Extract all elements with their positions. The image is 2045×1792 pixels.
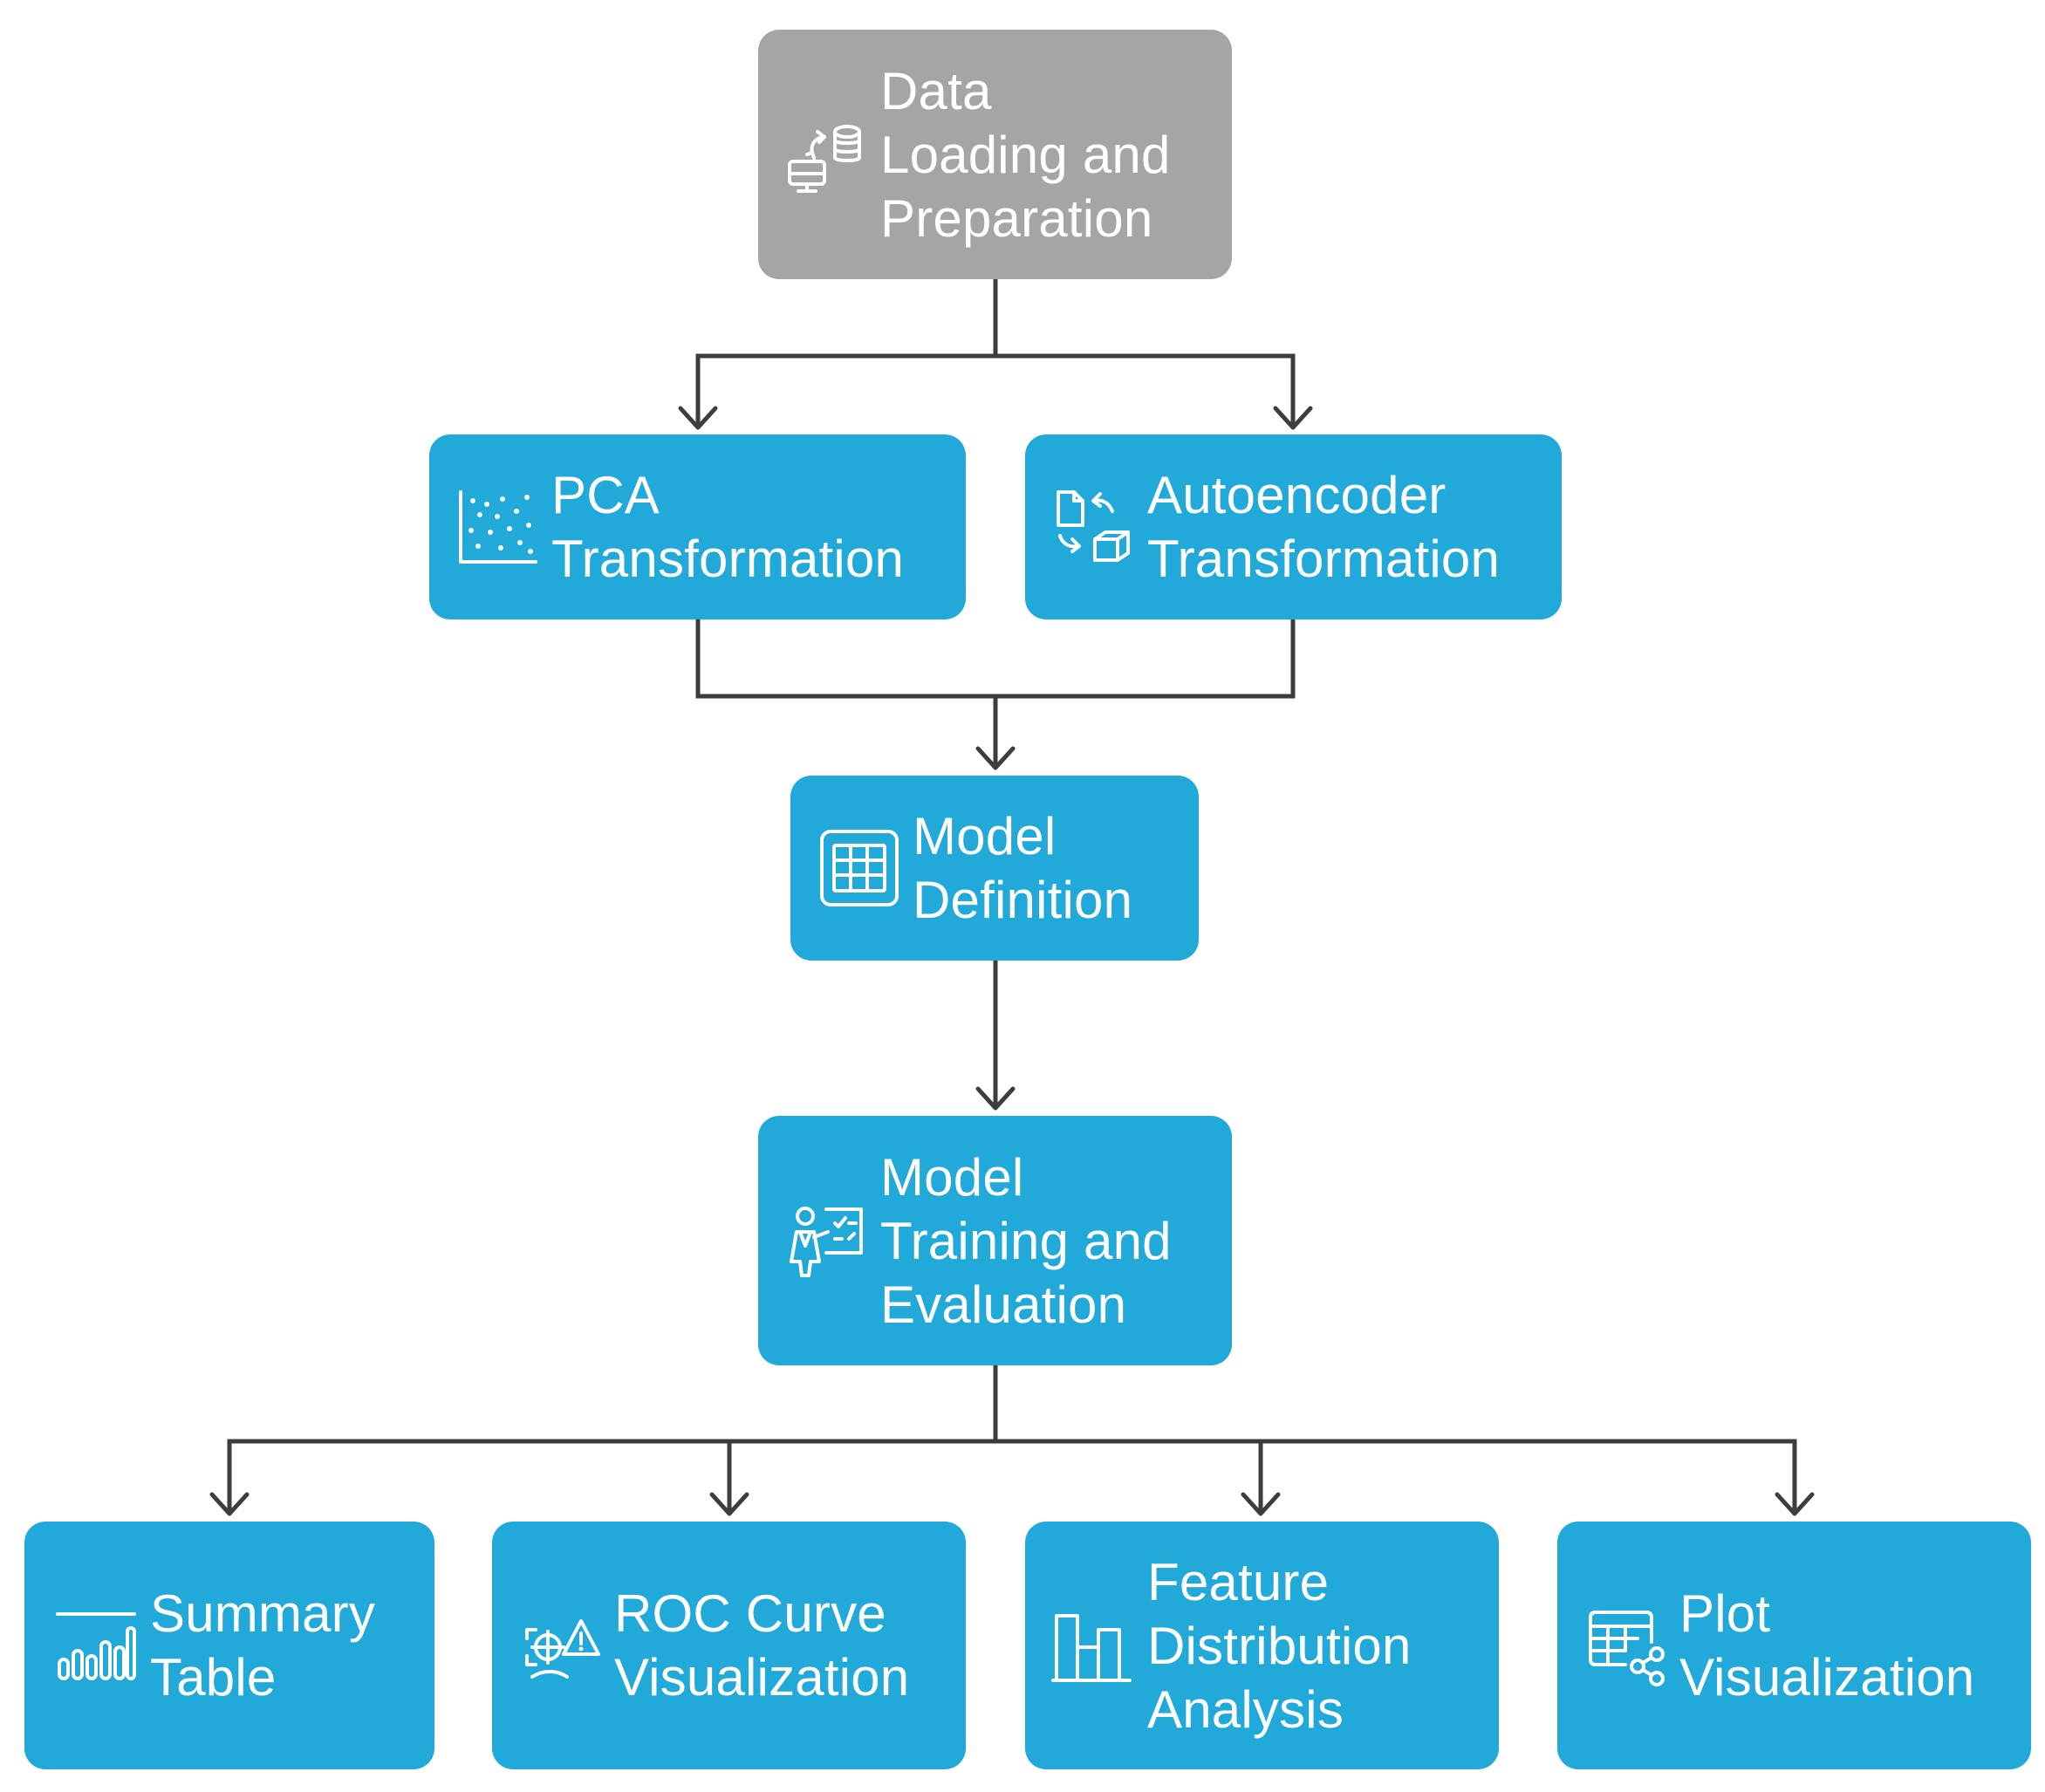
- node-label: Model Training and Evaluation: [880, 1147, 1172, 1334]
- arrowhead-model-training: [975, 1086, 1016, 1111]
- node-feature-distribution: Feature Distribution Analysis: [1025, 1522, 1499, 1769]
- node-label: Model Definition: [913, 807, 1133, 929]
- node-label: Summary Table: [150, 1584, 376, 1707]
- node-autoencoder: Autoencoder Transformation: [1025, 434, 1562, 619]
- node-label: PCA Transformation: [551, 466, 905, 588]
- arrowhead-feature-distribution: [1241, 1492, 1281, 1516]
- arrowhead-roc-curve: [709, 1492, 749, 1516]
- bar-chart-icon: [54, 1604, 138, 1687]
- target-warning-icon: [518, 1604, 602, 1687]
- node-plot-visualization: Plot Visualization: [1557, 1522, 2031, 1769]
- node-label: Feature Distribution Analysis: [1147, 1552, 1412, 1739]
- arrowhead-summary-table: [209, 1492, 250, 1516]
- database-computer-icon: [784, 113, 868, 196]
- arrowhead-plot-visualization: [1775, 1492, 1815, 1516]
- edge-model-training-to-feature-distribution: [995, 1439, 1797, 1512]
- arrowhead-autoencoder: [1273, 406, 1313, 430]
- edge-autoencoder-to-model-definition: [995, 619, 1296, 699]
- node-data-loading: Data Loading and Preparation: [758, 30, 1232, 279]
- node-model-training: Model Training and Evaluation: [758, 1116, 1232, 1365]
- node-label: Plot Visualization: [1679, 1584, 1975, 1707]
- edge-pca-to-model-definition: [695, 619, 998, 766]
- edge-data-loading-to-autoencoder: [995, 353, 1296, 426]
- node-label: ROC Curve Visualization: [614, 1584, 910, 1707]
- arrowhead-model-definition: [975, 746, 1016, 770]
- edge-data-loading-to-pca: [695, 279, 998, 426]
- table-share-icon: [1583, 1604, 1667, 1687]
- node-pca: PCA Transformation: [429, 434, 966, 619]
- node-label: Data Loading and Preparation: [880, 61, 1171, 248]
- arrowhead-pca: [678, 406, 718, 430]
- edge-model-training-to-summary-table: [227, 1365, 998, 1512]
- presenter-board-icon: [784, 1199, 868, 1282]
- transform-cube-icon: [1051, 485, 1135, 569]
- node-label: Autoencoder Transformation: [1147, 466, 1501, 588]
- node-roc-curve: ROC Curve Visualization: [492, 1522, 966, 1769]
- scatter-plot-icon: [455, 485, 539, 569]
- column-chart-icon: [1051, 1604, 1135, 1687]
- grid-panel-icon: [817, 826, 900, 910]
- node-summary-table: Summary Table: [24, 1522, 434, 1769]
- node-model-definition: Model Definition: [790, 776, 1199, 961]
